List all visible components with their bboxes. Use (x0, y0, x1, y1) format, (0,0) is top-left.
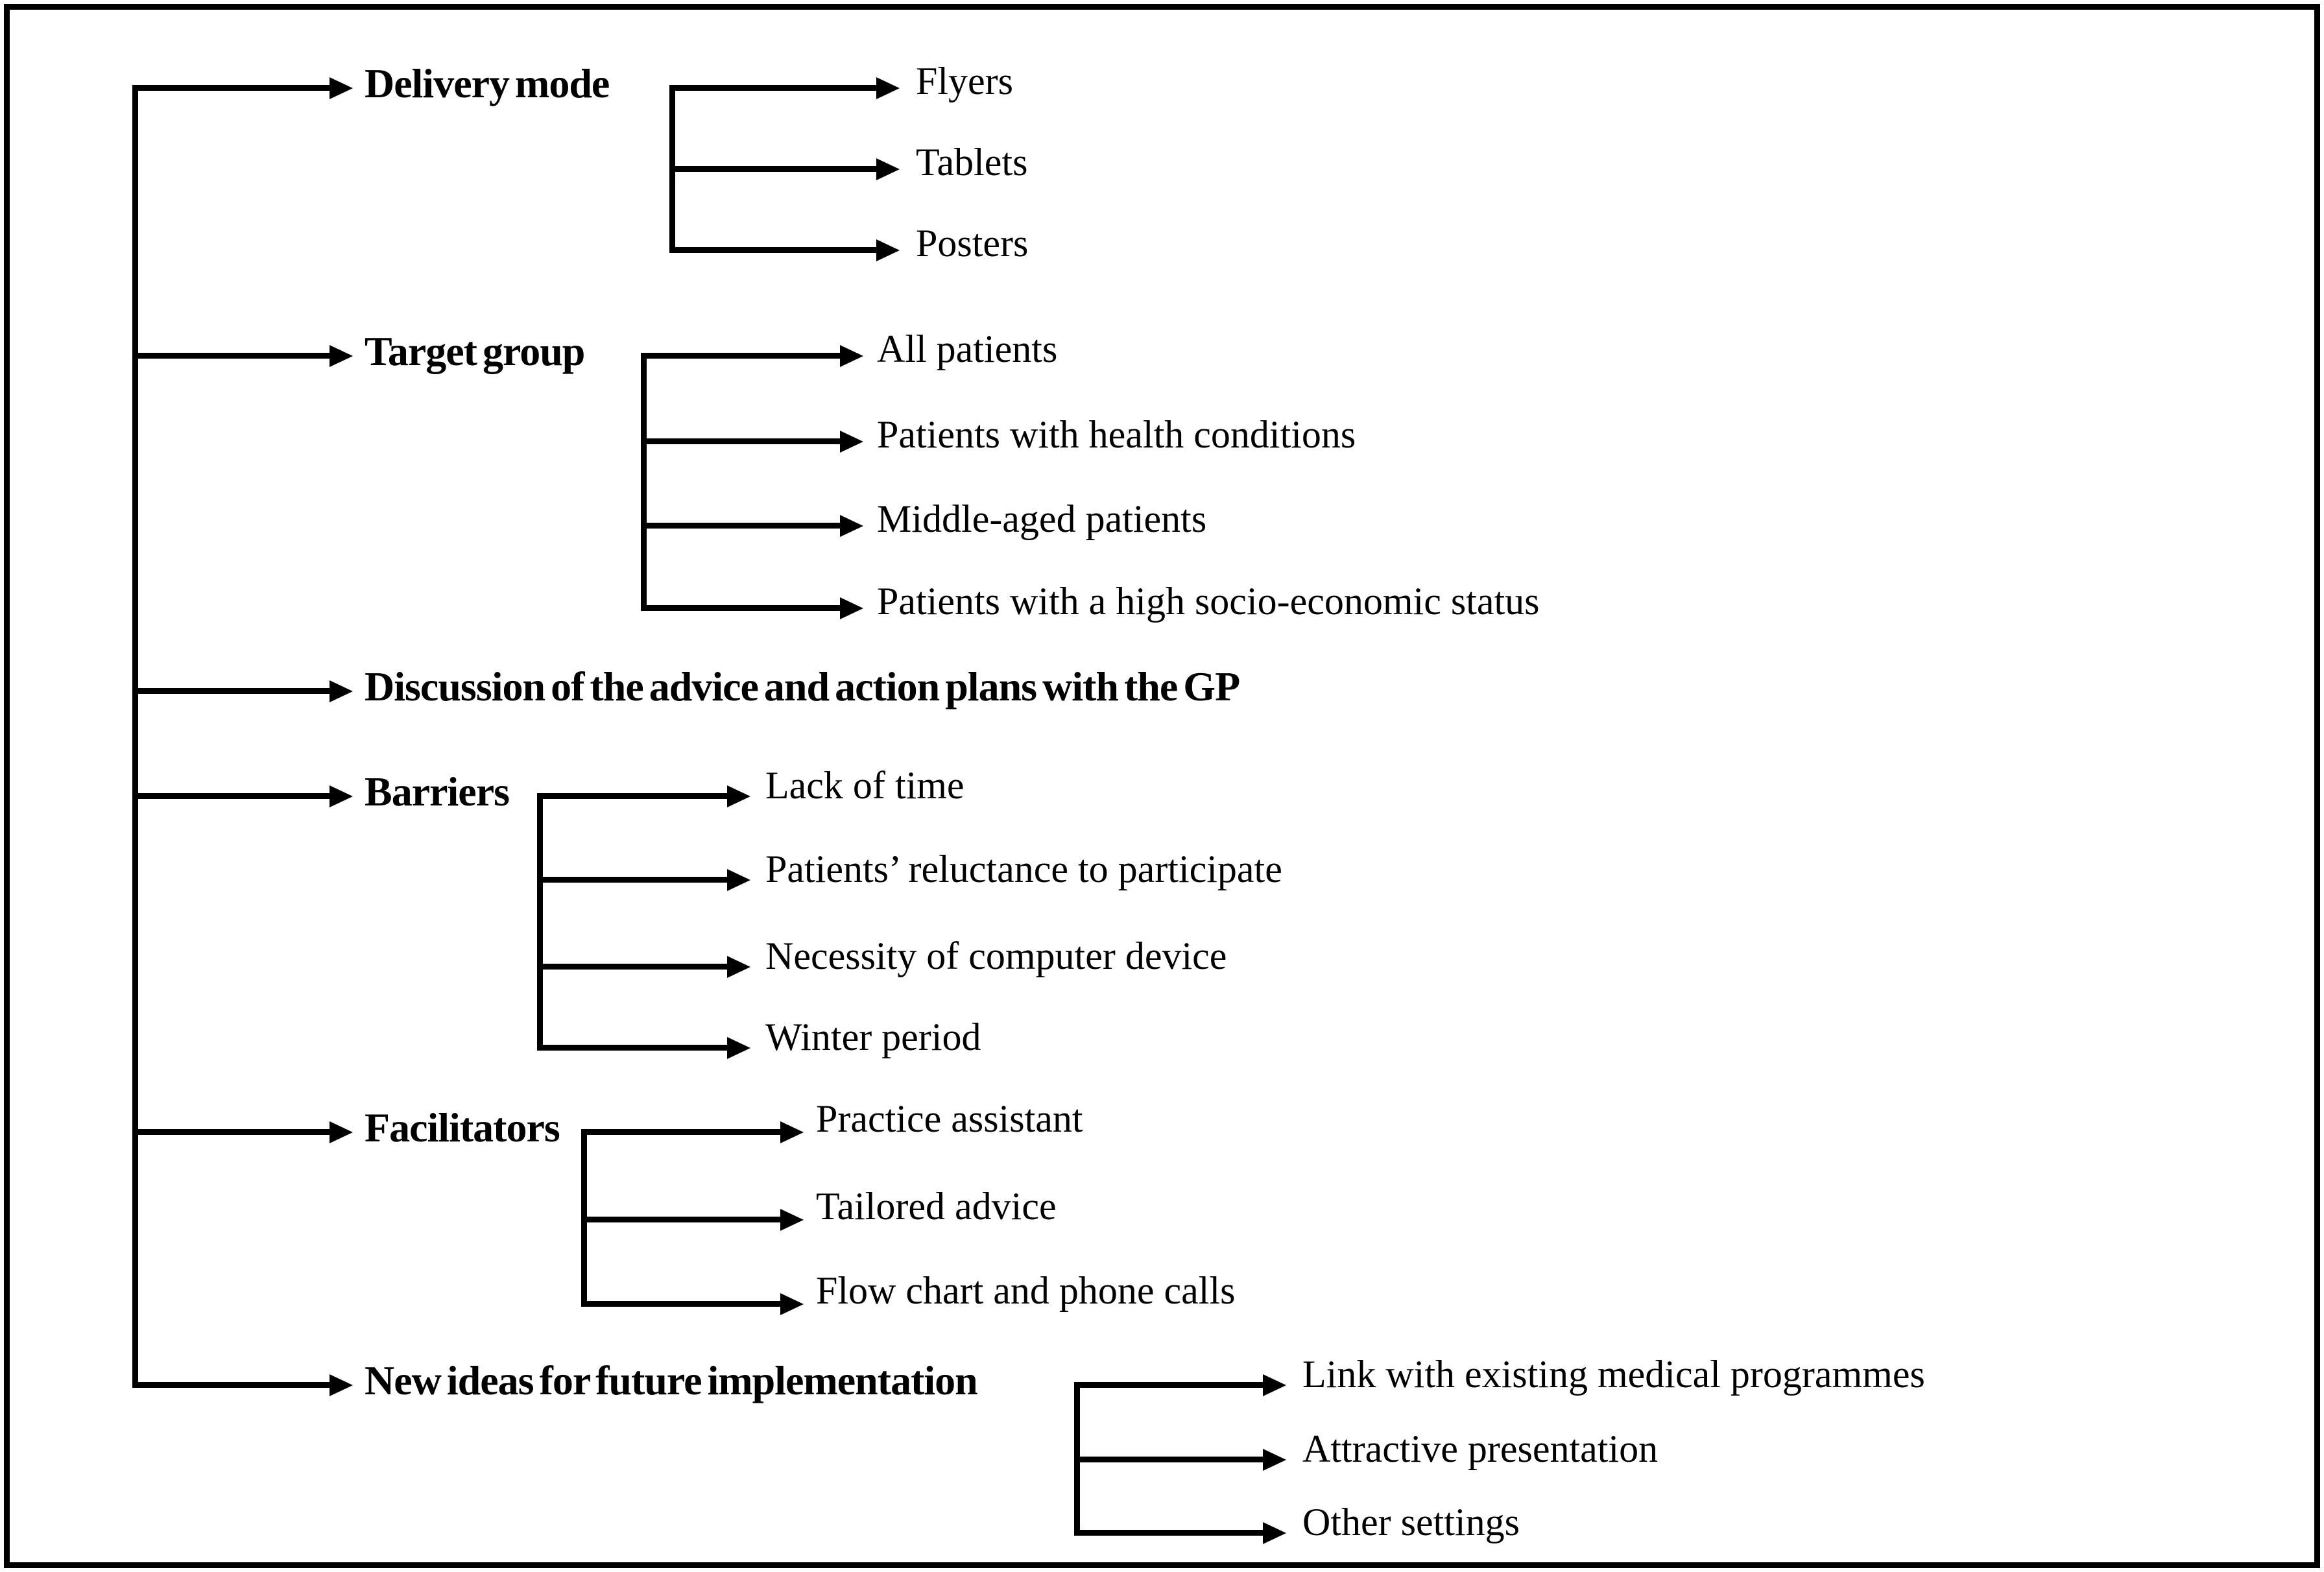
arrow-winter-period (537, 1036, 750, 1059)
label-posters: Posters (916, 222, 1029, 265)
label-link-existing-programmes: Link with existing medical programmes (1302, 1353, 1925, 1396)
label-tailored-advice: Tailored advice (816, 1185, 1057, 1228)
label-discussion-gp: Discussion of the advice and action plan… (365, 663, 1240, 709)
arrow-patients-reluctance (537, 868, 750, 891)
bracket-target-group (641, 353, 647, 611)
label-facilitators: Facilitators (365, 1104, 560, 1150)
label-flow-chart-phone-calls: Flow chart and phone calls (816, 1269, 1236, 1312)
label-flyers: Flyers (916, 60, 1013, 102)
label-delivery-mode: Delivery mode (365, 60, 610, 106)
label-patients-health-conditions: Patients with health conditions (877, 413, 1356, 456)
label-tablets: Tablets (916, 141, 1028, 184)
arrow-necessity-computer-device (537, 955, 750, 978)
arrow-other-settings (1074, 1521, 1286, 1544)
label-winter-period: Winter period (765, 1016, 981, 1058)
arrow-attractive-presentation (1074, 1448, 1286, 1471)
arrow-new-ideas (132, 1374, 353, 1396)
label-practice-assistant: Practice assistant (816, 1097, 1083, 1140)
arrow-target-group (132, 344, 353, 367)
arrow-middle-aged-patients (641, 514, 863, 537)
label-attractive-presentation: Attractive presentation (1302, 1427, 1659, 1470)
label-other-settings: Other settings (1302, 1501, 1520, 1543)
trunk-line (132, 85, 138, 1387)
label-lack-of-time: Lack of time (765, 764, 964, 807)
diagram-border (4, 4, 2320, 1568)
arrow-link-existing-programmes (1074, 1374, 1286, 1396)
arrow-all-patients (641, 344, 863, 367)
label-middle-aged-patients: Middle-aged patients (877, 497, 1207, 540)
label-barriers: Barriers (365, 768, 510, 815)
arrow-flyers (669, 77, 900, 99)
arrow-tailored-advice (581, 1208, 804, 1231)
arrow-tablets (669, 158, 900, 180)
arrow-patients-health-conditions (641, 430, 863, 453)
arrow-lack-of-time (537, 785, 750, 807)
label-patients-reluctance: Patients’ reluctance to participate (765, 848, 1282, 890)
arrow-high-ses-patients (641, 597, 863, 619)
label-high-ses-patients: Patients with a high socio-economic stat… (877, 580, 1540, 623)
arrow-flow-chart-phone-calls (581, 1292, 804, 1315)
arrow-barriers (132, 785, 353, 807)
arrow-practice-assistant (581, 1121, 804, 1143)
bracket-barriers (537, 793, 543, 1051)
arrow-discussion-gp (132, 680, 353, 702)
label-all-patients: All patients (877, 328, 1058, 370)
arrow-posters (669, 239, 900, 261)
label-new-ideas: New ideas for future implementation (365, 1357, 978, 1403)
label-target-group: Target group (365, 328, 585, 374)
arrow-facilitators (132, 1121, 353, 1143)
arrow-delivery-mode (132, 77, 353, 99)
label-necessity-computer-device: Necessity of computer device (765, 935, 1227, 977)
